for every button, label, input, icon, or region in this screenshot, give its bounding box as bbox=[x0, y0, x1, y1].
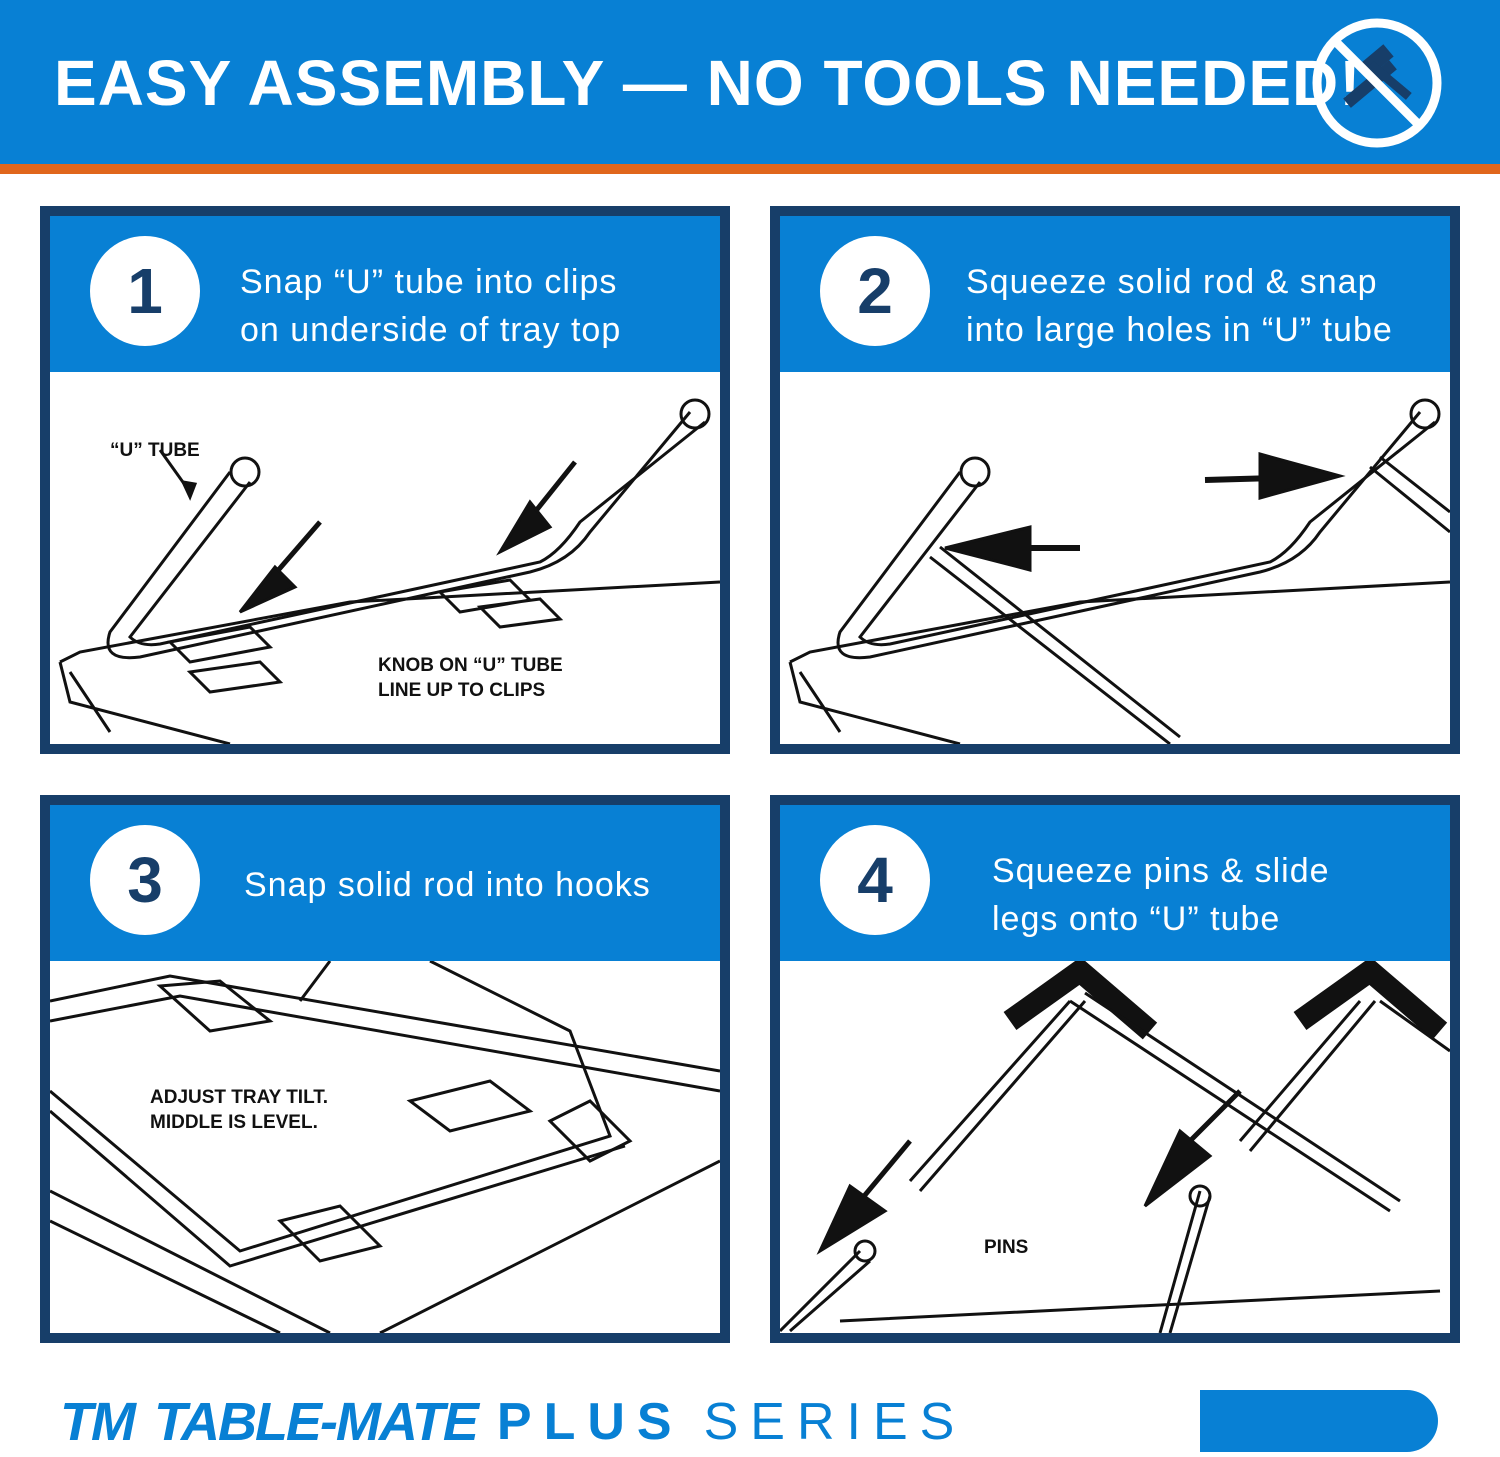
no-tools-icon bbox=[1312, 18, 1442, 148]
step-2-panel: 2 Squeeze solid rod & snap into large hol… bbox=[770, 206, 1460, 754]
pins-label: PINS bbox=[984, 1237, 1029, 1258]
footer-pill-decoration bbox=[1200, 1390, 1438, 1452]
brand-footer: TM TABLE-MATE PLUS SERIES bbox=[60, 1390, 966, 1454]
step-2-number: 2 bbox=[820, 236, 930, 346]
step-1-line-1: Snap “U” tube into clips bbox=[240, 263, 618, 301]
step-4-text: Squeeze pins & slide legs onto “U” tube bbox=[992, 847, 1330, 943]
step-4-line-1: Squeeze pins & slide bbox=[992, 852, 1330, 890]
step-4-line-2: legs onto “U” tube bbox=[992, 900, 1281, 938]
tilt-label: ADJUST TRAY TILT. MIDDLE IS LEVEL. bbox=[150, 1085, 328, 1135]
tilt-label-line-1: ADJUST TRAY TILT. bbox=[150, 1087, 329, 1108]
knob-label: KNOB ON “U” TUBE LINE UP TO CLIPS bbox=[378, 653, 563, 703]
knob-label-line-2: LINE UP TO CLIPS bbox=[378, 680, 546, 701]
step-1-illustration bbox=[58, 398, 720, 744]
step-1-line-2: on underside of tray top bbox=[240, 311, 622, 349]
brand-series: SERIES bbox=[703, 1393, 967, 1451]
step-4-illustration bbox=[780, 961, 1450, 1333]
orange-divider bbox=[0, 164, 1500, 174]
step-3-number: 3 bbox=[90, 825, 200, 935]
u-tube-label: “U” TUBE bbox=[110, 440, 200, 461]
knob-label-line-1: KNOB ON “U” TUBE bbox=[378, 655, 563, 676]
brand-logo-mark: TM bbox=[60, 1392, 136, 1452]
step-1-text: Snap “U” tube into clips on underside of … bbox=[240, 258, 621, 354]
step-4-panel: 4 Squeeze pins & slide legs onto “U” tube… bbox=[770, 795, 1460, 1343]
step-3-panel: 3 Snap solid rod into hooks ADJUST TRAY … bbox=[40, 795, 730, 1343]
step-2-illustration bbox=[788, 398, 1450, 744]
page-title: EASY ASSEMBLY — NO TOOLS NEEDED! bbox=[54, 47, 1362, 119]
brand-plus: PLUS bbox=[496, 1393, 684, 1451]
tilt-label-line-2: MIDDLE IS LEVEL. bbox=[150, 1112, 318, 1133]
brand-name: TABLE-MATE bbox=[153, 1392, 479, 1452]
step-3-illustration bbox=[50, 961, 720, 1333]
step-3-text: Snap solid rod into hooks bbox=[244, 866, 651, 904]
step-2-line-1: Squeeze solid rod & snap bbox=[966, 263, 1378, 301]
step-2-line-2: into large holes in “U” tube bbox=[966, 311, 1393, 349]
step-1-number: 1 bbox=[90, 236, 200, 346]
header-banner bbox=[0, 0, 1500, 164]
step-1-panel: 1 Snap “U” tube into clips on underside o… bbox=[40, 206, 730, 754]
step-2-text: Squeeze solid rod & snap into large holes… bbox=[966, 258, 1393, 354]
step-4-number: 4 bbox=[820, 825, 930, 935]
